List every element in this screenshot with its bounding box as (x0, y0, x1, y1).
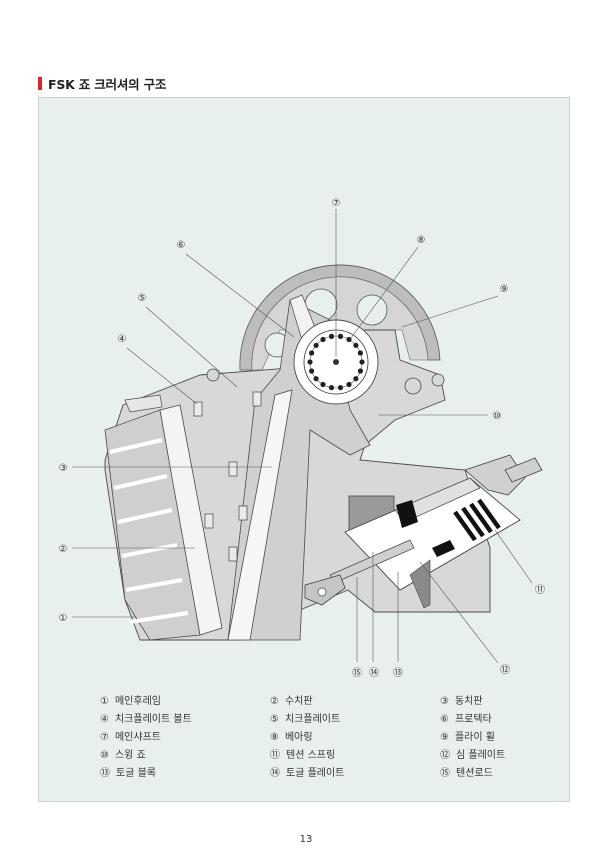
legend-item: ⑦ 메인샤프트 (100, 730, 270, 746)
callout-10: ⑩ (493, 411, 502, 422)
legend-item: ⑥ 프로텍타 (440, 712, 540, 728)
legend-item: ⑬ 토글 블록 (100, 766, 270, 782)
heading-marker (38, 76, 42, 90)
legend-item: ① 메인후레임 (100, 694, 270, 710)
legend-label: 메인후레임 (114, 696, 161, 707)
legend-label: 토글 플레이트 (286, 768, 345, 779)
legend-number: ⑭ (270, 768, 280, 779)
legend-label: 수치판 (284, 696, 313, 707)
legend-number: ⑥ (440, 714, 449, 725)
legend-label: 베아링 (284, 732, 313, 743)
callout-4: ④ (118, 334, 127, 345)
callout-9: ⑨ (500, 284, 509, 295)
callout-3: ③ (59, 463, 68, 474)
legend-label: 토글 블록 (116, 768, 156, 779)
callout-1: ① (59, 613, 68, 624)
legend-number: ⑫ (440, 750, 450, 761)
legend-label: 치크플레이트 볼트 (114, 714, 192, 725)
fixed-jaw-assembly (104, 394, 223, 641)
callout-6: ⑥ (177, 240, 186, 251)
heading-title: FSK 죠 크러셔의 구조 (48, 76, 167, 92)
callout-13: ⑬ (393, 667, 403, 679)
legend-number: ① (100, 696, 109, 707)
legend-item: ⑩ 스윙 죠 (100, 748, 270, 764)
legend-number: ② (270, 696, 279, 707)
legend-label: 스윙 죠 (114, 750, 146, 761)
callout-2: ② (59, 544, 68, 555)
legend-label: 심 플레이트 (456, 750, 506, 761)
legend-item: ⑨ 플라이 휠 (440, 730, 540, 746)
legend-label: 플라이 휠 (454, 732, 495, 743)
legend-label: 치크플레이트 (284, 714, 341, 725)
page-number: 13 (299, 834, 313, 845)
legend-label: 프로텍타 (454, 714, 492, 725)
legend-item: ⑧ 베아링 (270, 730, 440, 746)
legend-number: ⑨ (440, 732, 449, 743)
callout-11: ⑪ (535, 584, 545, 596)
legend-item: ⑭ 토글 플레이트 (270, 766, 440, 782)
legend-number: ⑪ (270, 750, 280, 761)
legend-number: ⑤ (270, 714, 279, 725)
legend-label: 텐션로드 (456, 768, 493, 779)
bearing-assembly (293, 319, 379, 405)
legend-number: ⑬ (100, 768, 110, 779)
legend-label: 텐션 스프링 (286, 750, 336, 761)
legend-item: ⑤ 치크플레이트 (270, 712, 440, 728)
legend-item: ④ 치크플레이트 볼트 (100, 712, 270, 728)
legend-item: ⑮ 텐션로드 (440, 766, 540, 782)
callout-5: ⑤ (138, 293, 147, 304)
legend-number: ④ (100, 714, 109, 725)
legend-item: ③ 동치판 (440, 694, 540, 710)
callout-12: ⑫ (500, 664, 510, 676)
legend-label: 동치판 (454, 696, 483, 707)
callout-7: ⑦ (332, 198, 341, 209)
callout-14: ⑭ (369, 667, 379, 679)
legend-number: ⑮ (440, 768, 450, 779)
legend-item: ⑫ 심 플레이트 (440, 748, 540, 764)
leader-lines (72, 209, 533, 664)
legend-item: ⑪ 텐션 스프링 (270, 748, 440, 764)
callout-labels: ① ② ③ ④ ⑤ ⑥ ⑦ ⑧ ⑨ ⑩ ⑪ ⑫ ⑬ ⑭ ⑮ (59, 198, 545, 679)
legend-number: ③ (440, 696, 449, 707)
callout-15: ⑮ (352, 667, 362, 679)
legend-number: ⑩ (100, 750, 109, 761)
legend-label: 메인샤프트 (114, 732, 161, 743)
parts-legend: ① 메인후레임 ② 수치판 ③ 동치판 ④ 치크플레이트 볼트 ⑤ 치크플레이트 ⑥ 프로텍… (100, 694, 540, 782)
cheek-plate-bolts (193, 391, 262, 562)
tension-assembly (304, 454, 543, 609)
callout-8: ⑧ (417, 235, 426, 246)
legend-number: ⑦ (100, 732, 109, 743)
section-heading: FSK 죠 크러셔의 구조 (38, 74, 166, 92)
legend-number: ⑧ (270, 732, 279, 743)
legend-item: ② 수치판 (270, 694, 440, 710)
